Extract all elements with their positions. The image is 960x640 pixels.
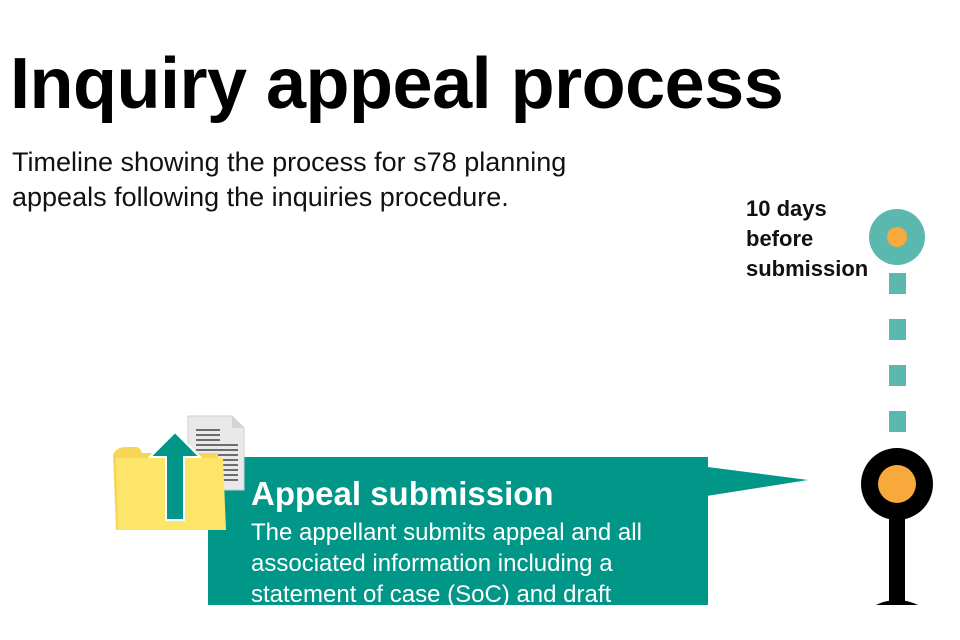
black-pin-marker	[861, 448, 933, 605]
page-subtitle: Timeline showing the process for s78 pla…	[12, 147, 567, 212]
folder-upload-icon	[108, 410, 248, 540]
page-title: Inquiry appeal process	[10, 44, 784, 124]
upload-arrow-icon	[147, 430, 203, 521]
step-description: The appellant submits appeal and all ass…	[251, 519, 642, 605]
milestone-label-10-days: 10 days before submission	[746, 196, 869, 281]
step-card-appeal-submission: Appeal submission The appellant submits …	[208, 457, 708, 605]
teal-dot-marker	[869, 209, 925, 265]
callout-pointer	[700, 466, 808, 497]
dashed-line	[889, 273, 906, 432]
step-title: Appeal submission	[251, 475, 554, 512]
